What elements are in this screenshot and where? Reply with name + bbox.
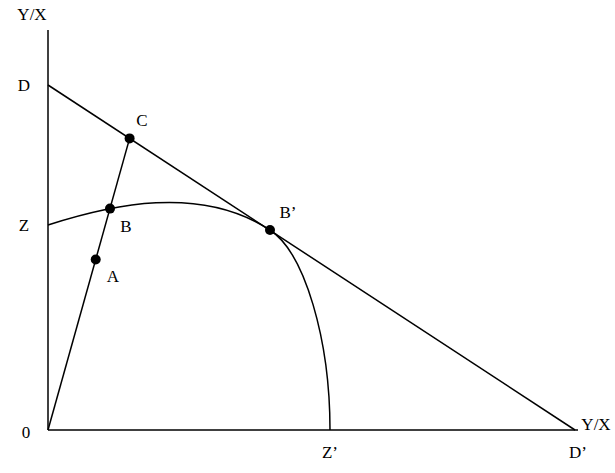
- axis-label: Y/X: [17, 6, 46, 23]
- origin-label: 0: [22, 424, 31, 441]
- point-label: D: [18, 77, 30, 94]
- point-label: B’: [280, 204, 297, 221]
- point-label: B: [120, 218, 131, 235]
- point-label: Z: [19, 217, 29, 234]
- x-axis: [48, 429, 578, 431]
- point-label: C: [136, 112, 147, 129]
- point-c: [125, 133, 135, 143]
- point-b: [105, 204, 115, 214]
- point-label: A: [107, 268, 119, 285]
- point-a: [91, 255, 101, 265]
- y-axis: [47, 30, 49, 430]
- production-frontier: [48, 202, 330, 430]
- point-label: Z’: [322, 444, 338, 461]
- axis-label: Y/X: [581, 416, 610, 433]
- price-line: [48, 85, 575, 430]
- point-label: D’: [569, 444, 587, 461]
- point-b-prime: [265, 225, 275, 235]
- ray-from-origin: [48, 138, 130, 430]
